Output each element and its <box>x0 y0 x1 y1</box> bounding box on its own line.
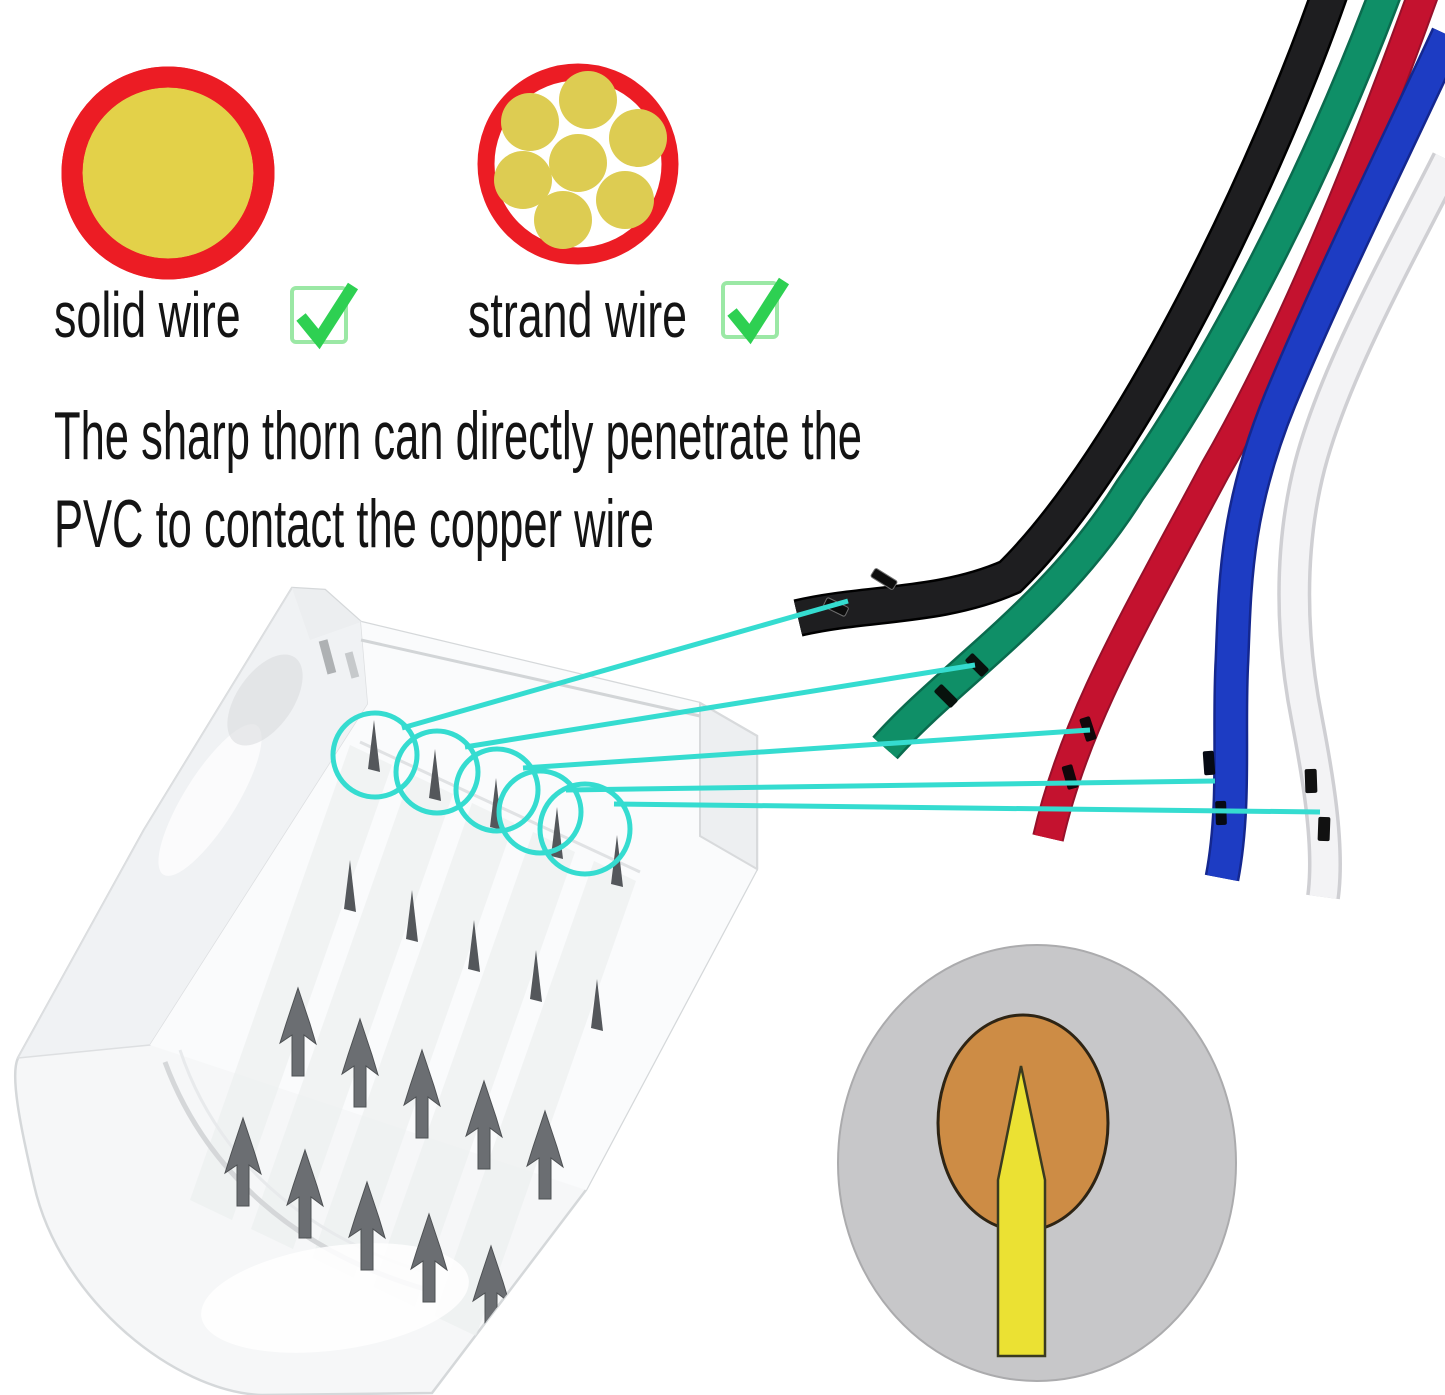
wires <box>793 0 1445 900</box>
solid-wire-icon <box>61 66 275 280</box>
caption-line-2: PVC to contact the copper wire <box>54 486 654 562</box>
strand-wire-checkmark <box>727 277 790 345</box>
solid-wire-checkbox <box>290 282 359 350</box>
strand-wire-checkbox <box>721 277 790 345</box>
solid-wire-checkmark <box>296 282 359 350</box>
thorn-circle-2 <box>393 728 481 816</box>
connector-apex-facet <box>292 588 361 640</box>
wire-blue <box>1202 27 1445 882</box>
connector-glint-bottom <box>201 1243 469 1353</box>
connector-slot-1 <box>318 639 337 675</box>
thorn-annotations <box>330 598 1321 877</box>
wire-white-punch-marks <box>1304 768 1331 842</box>
thorn-circle-3 <box>453 746 541 834</box>
leader-line-blue <box>565 778 1216 793</box>
connector-back-edge <box>360 638 701 718</box>
leader-line-red <box>522 727 1091 771</box>
leader-line-green <box>464 662 976 750</box>
thorn-circle-1 <box>330 710 420 800</box>
thorn-circle-5 <box>537 781 633 877</box>
cross-section-diagram <box>837 944 1237 1382</box>
thorn-circle-4 <box>496 768 584 856</box>
wire-white <box>1277 152 1445 900</box>
solid-wire-label: solid wire <box>54 279 241 351</box>
connector-wall-smudge <box>227 654 303 746</box>
piercing-thorn <box>996 1065 1047 1358</box>
strand-dots <box>494 71 667 249</box>
connector-glint-wall <box>158 724 262 876</box>
strand-wire-label: strand wire <box>468 279 688 351</box>
wire-green-punch-marks <box>934 653 989 708</box>
connector <box>13 586 759 1395</box>
leader-line-white <box>613 801 1321 815</box>
caption-line-1: The sharp thorn can directly penetrate t… <box>54 398 863 474</box>
leader-line-black <box>401 598 849 731</box>
strand-wire-icon <box>477 63 679 265</box>
connector-slot-2 <box>344 651 360 679</box>
wire-black <box>793 0 1348 637</box>
connector-channels <box>190 745 636 1336</box>
wire-green <box>872 0 1401 760</box>
